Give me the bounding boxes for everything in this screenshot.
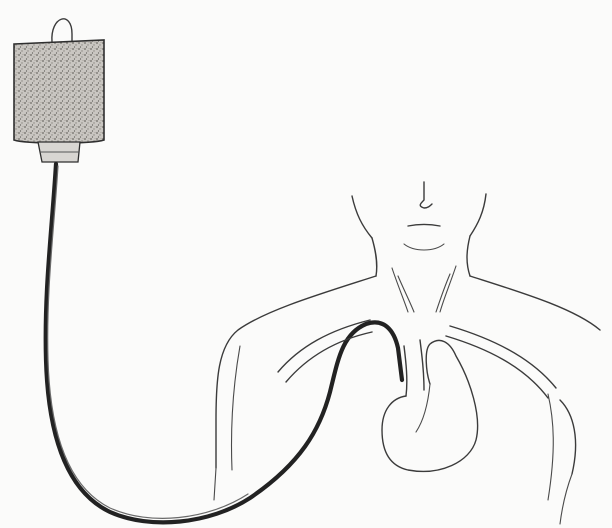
left-arm-line — [231, 346, 240, 470]
torso-left-lower — [214, 468, 216, 500]
superior-vena-cava-right — [420, 340, 424, 390]
neck-muscle-right-2 — [436, 274, 450, 312]
torso-right-lower — [560, 474, 572, 524]
heart-inner-line — [416, 384, 430, 432]
iv-tubing — [46, 164, 402, 522]
superior-vena-cava-left — [404, 346, 407, 396]
right-shoulder — [470, 276, 600, 330]
neck-muscle-right — [440, 266, 456, 312]
neck-muscle-left — [392, 268, 408, 312]
heart-outline — [382, 340, 478, 471]
neck-left — [372, 238, 377, 276]
iv-bag — [14, 40, 104, 143]
head-left-jaw — [352, 196, 372, 238]
right-arm-line — [548, 394, 553, 500]
iv-bag-hanger-loop — [52, 19, 72, 42]
head-right-jaw — [470, 194, 486, 236]
mouth — [408, 225, 440, 227]
nose — [420, 182, 432, 208]
right-subclavian-vein — [450, 326, 556, 388]
iv-tubing-highlight — [48, 166, 248, 518]
left-subclavian-vein-inner — [286, 332, 372, 382]
right-arm-outline — [560, 400, 576, 474]
neck-right — [467, 236, 470, 276]
chin — [404, 244, 444, 250]
